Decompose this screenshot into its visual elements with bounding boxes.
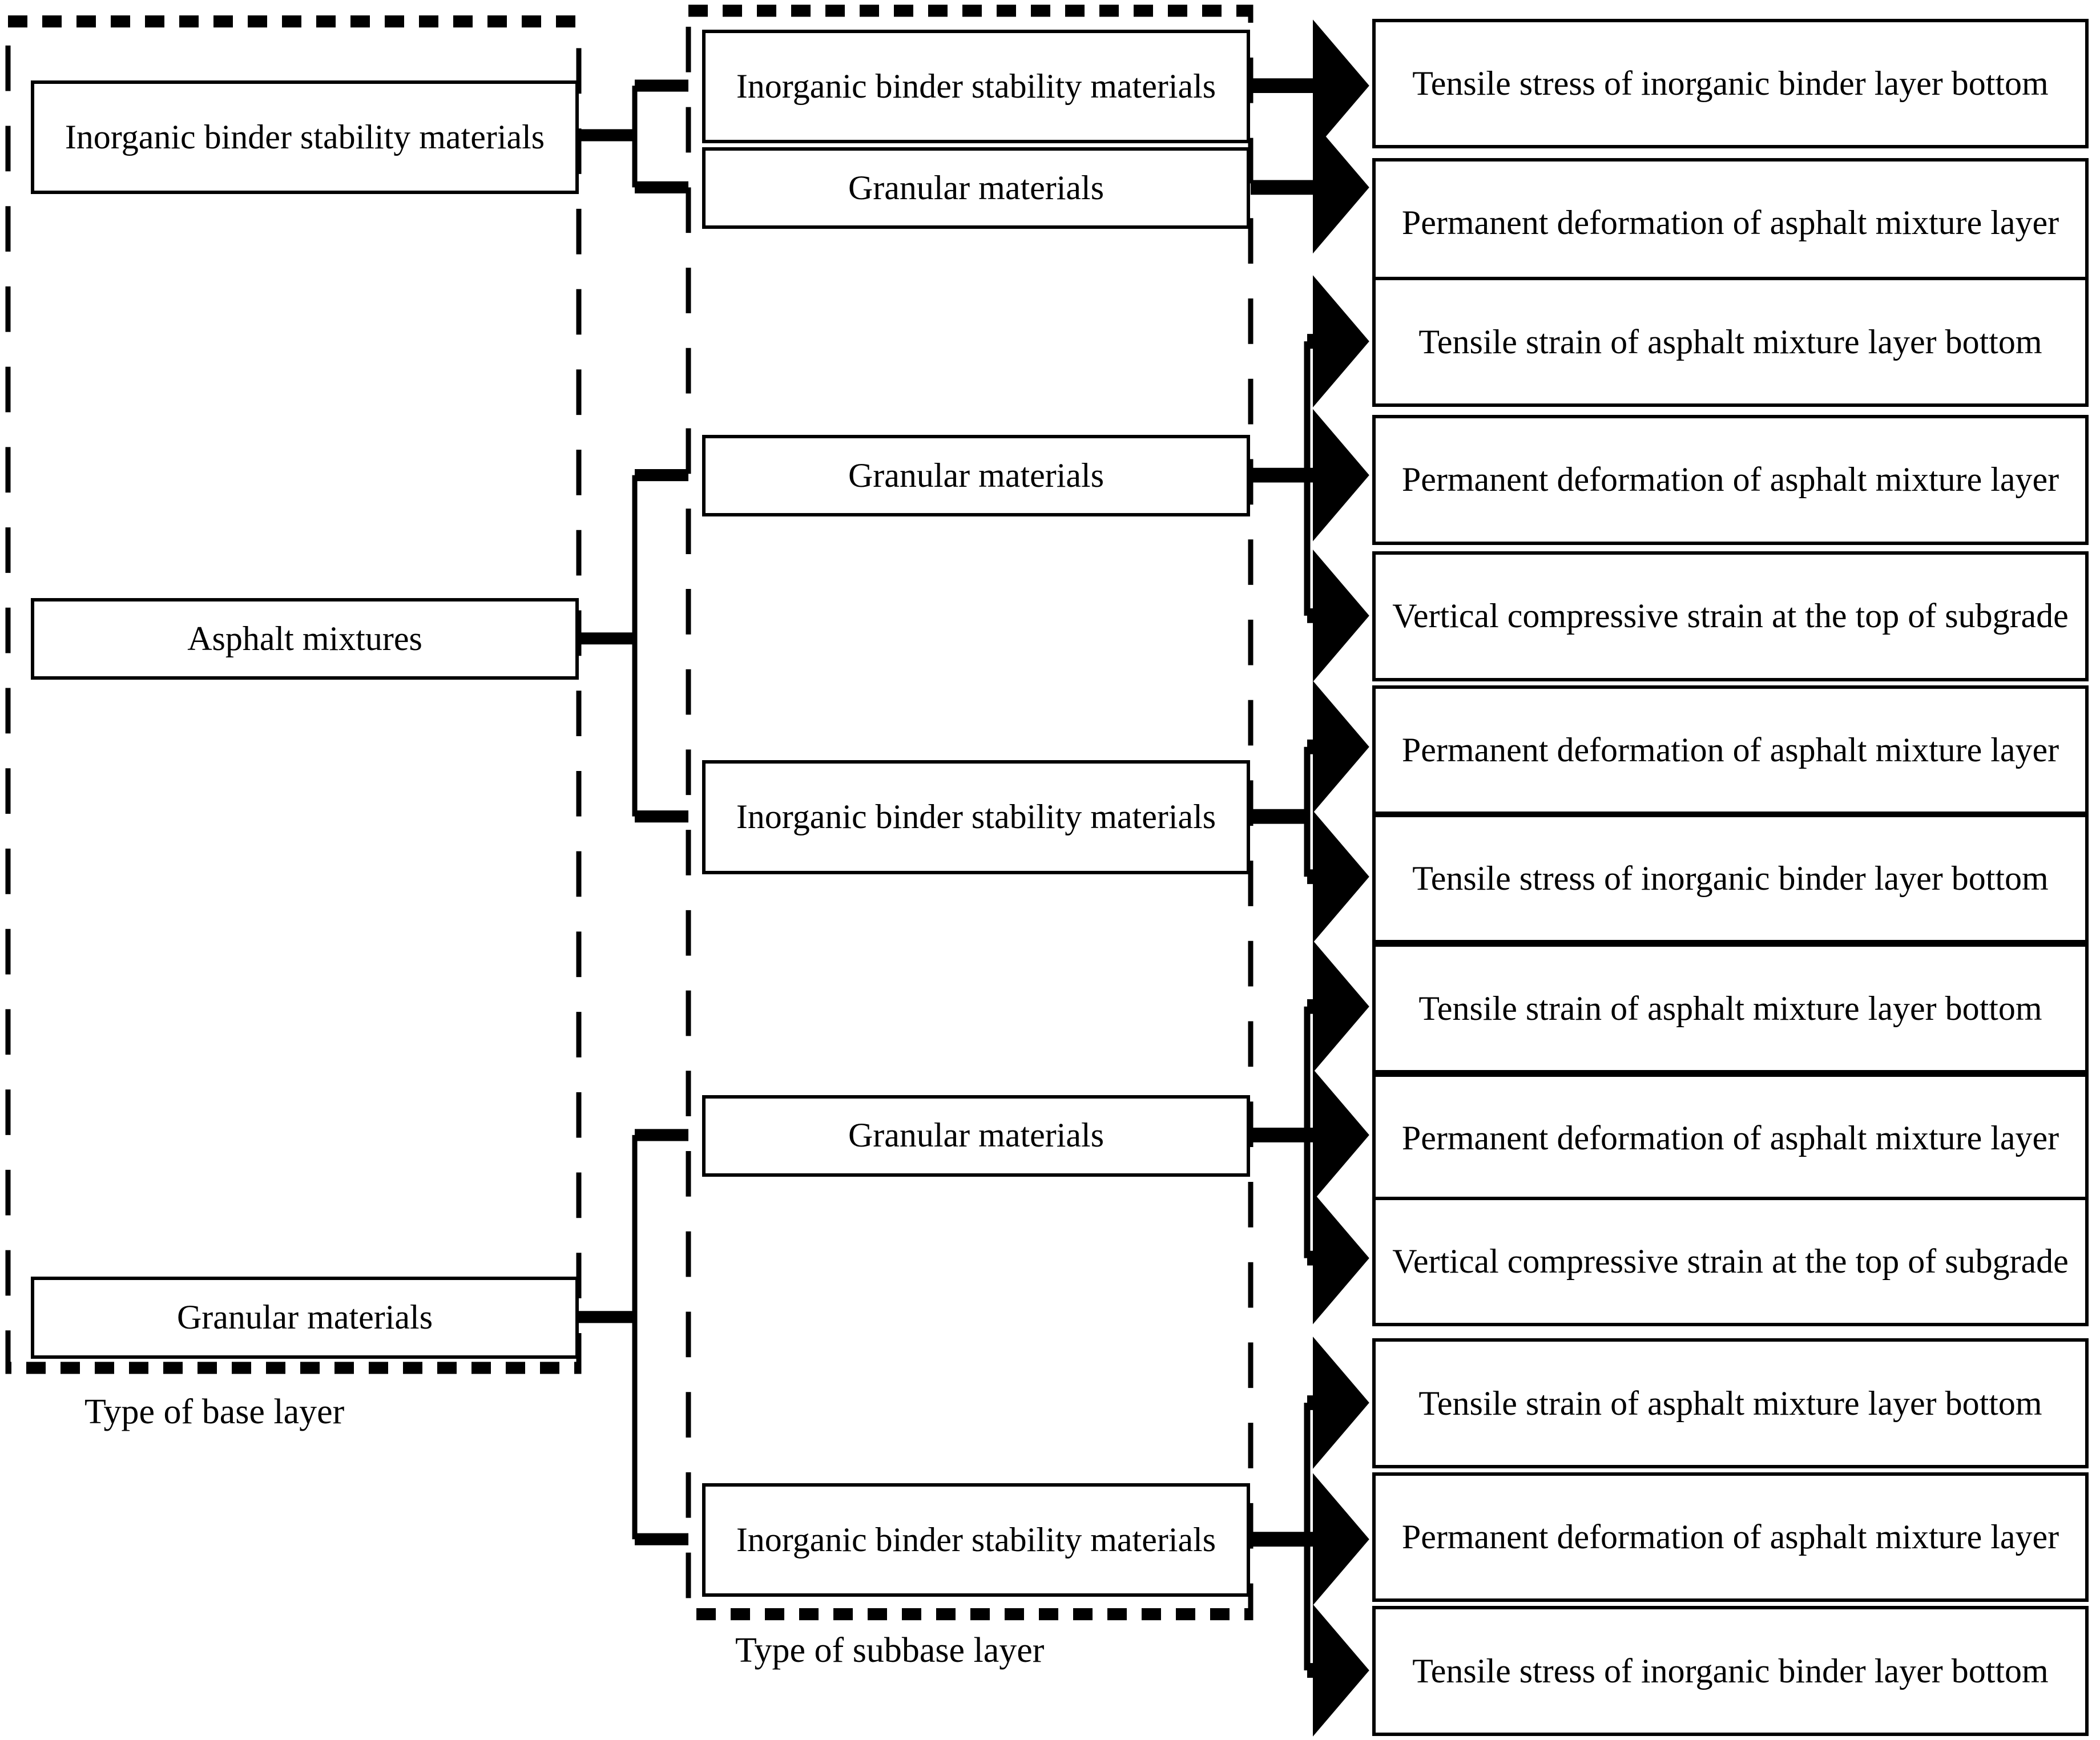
- outcome-node-12[interactable]: Permanent deformation of asphalt mixture…: [1372, 1472, 2089, 1602]
- subbase-node-3-granular-materials[interactable]: Granular materials: [702, 435, 1250, 517]
- base-node-inorganic-binder[interactable]: Inorganic binder stability materials: [31, 80, 579, 195]
- outcome-node-3[interactable]: Tensile strain of asphalt mixture layer …: [1372, 277, 2089, 407]
- base-layer-group-outline: [5, 15, 582, 1374]
- outcome-node-8[interactable]: Tensile strain of asphalt mixture layer …: [1372, 943, 2089, 1073]
- outcome-node-13[interactable]: Tensile stress of inorganic binder layer…: [1372, 1606, 2089, 1736]
- subbase-node-4-inorganic-binder[interactable]: Inorganic binder stability materials: [702, 760, 1250, 874]
- outcome-node-1[interactable]: Tensile stress of inorganic binder layer…: [1372, 18, 2089, 149]
- base-node-granular-materials[interactable]: Granular materials: [31, 1277, 579, 1359]
- subbase-node-5-granular-materials[interactable]: Granular materials: [702, 1095, 1250, 1177]
- outcome-node-7[interactable]: Tensile stress of inorganic binder layer…: [1372, 813, 2089, 944]
- edges-base-to-subbase: [579, 79, 688, 1545]
- outcome-node-9[interactable]: Permanent deformation of asphalt mixture…: [1372, 1073, 2089, 1204]
- base-node-asphalt-mixtures[interactable]: Asphalt mixtures: [31, 598, 579, 680]
- subbase-node-2-granular-materials[interactable]: Granular materials: [702, 147, 1250, 229]
- subbase-node-6-inorganic-binder[interactable]: Inorganic binder stability materials: [702, 1483, 1250, 1597]
- outcome-node-11[interactable]: Tensile strain of asphalt mixture layer …: [1372, 1338, 2089, 1468]
- subbase-node-1-inorganic-binder[interactable]: Inorganic binder stability materials: [702, 29, 1250, 143]
- outcome-node-5[interactable]: Vertical compressive strain at the top o…: [1372, 551, 2089, 681]
- outcome-node-4[interactable]: Permanent deformation of asphalt mixture…: [1372, 415, 2089, 545]
- outcome-node-10[interactable]: Vertical compressive strain at the top o…: [1372, 1196, 2089, 1327]
- base-layer-caption: Type of base layer: [84, 1392, 345, 1432]
- edges-subbase-to-outcomes: [1251, 19, 1369, 1737]
- subbase-layer-caption: Type of subbase layer: [735, 1630, 1045, 1670]
- outcome-node-6[interactable]: Permanent deformation of asphalt mixture…: [1372, 685, 2089, 816]
- outcome-node-2[interactable]: Permanent deformation of asphalt mixture…: [1372, 158, 2089, 288]
